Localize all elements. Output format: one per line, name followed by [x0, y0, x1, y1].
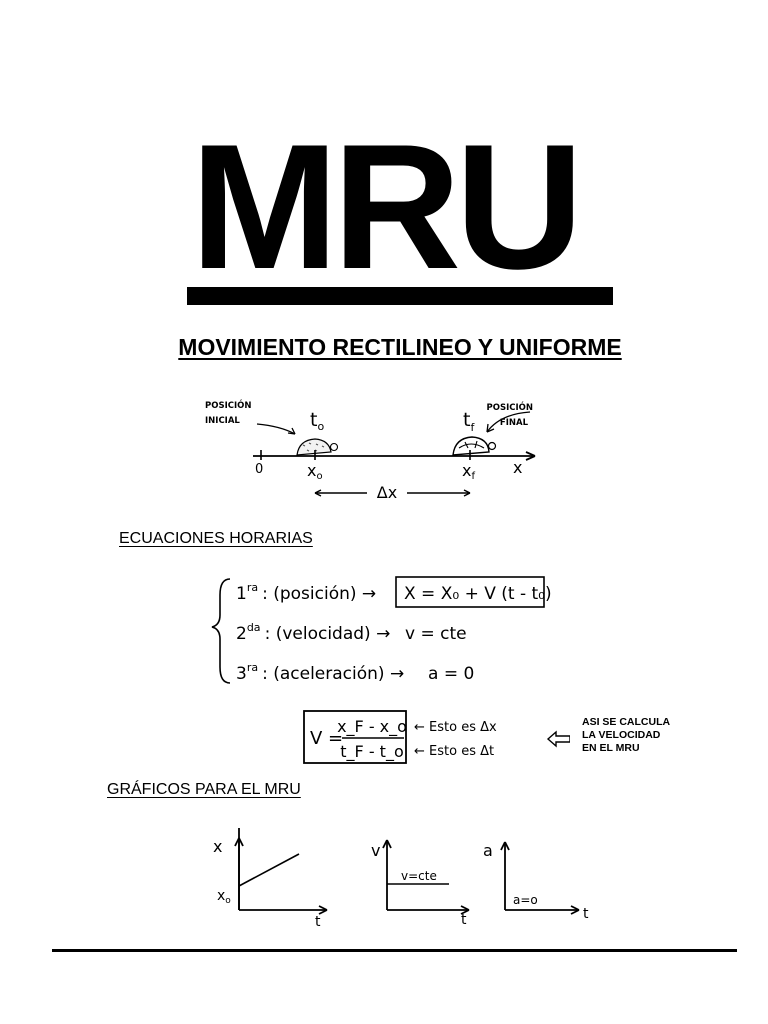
final-pointer-arrow — [486, 411, 531, 433]
position-formula: X = X₀ + V (t - t₀) — [404, 584, 552, 604]
velocity-time-graph: v t v=cte — [371, 839, 470, 928]
velocity-formula-box — [303, 710, 407, 764]
equations-heading: ECUACIONES HORARIAS — [119, 530, 313, 547]
equation-3: 3ra: (aceleración) → — [236, 661, 404, 684]
page-title: MRU — [190, 107, 583, 306]
svg-text:a: a — [483, 841, 493, 860]
hollow-left-arrow-icon — [546, 730, 570, 748]
velocity-lhs: V = — [310, 728, 343, 749]
final-pointer-arrowhead — [486, 423, 495, 433]
t0-label: to — [310, 409, 324, 433]
position-time-graph: x t xo — [213, 828, 328, 928]
equations-brace — [211, 578, 231, 684]
mru-graphs: x t xo v t v=cte a t a=o — [213, 828, 589, 928]
svg-text:t: t — [461, 912, 467, 928]
delta-x-label: Δx — [377, 483, 397, 502]
svg-text:x: x — [213, 837, 222, 856]
motion-diagram: POSICIÓN INICIAL POSICIÓN FINAL to tf 0 … — [205, 399, 536, 502]
equation-2: 2da: (velocidad) → — [236, 621, 390, 644]
initial-pointer-arrow — [256, 423, 296, 435]
page-subtitle: MOVIMIENTO RECTILINEO Y UNIFORME — [178, 334, 622, 360]
velocity-denominator: t_F - t_o — [340, 742, 403, 762]
velocity-formula: v = cte — [405, 624, 467, 644]
origin-label: 0 — [255, 462, 263, 477]
axis-x-label: x — [513, 458, 522, 477]
equation-1: 1ra: (posición) → — [236, 581, 376, 604]
graphs-heading: GRÁFICOS PARA EL MRU — [107, 781, 301, 798]
numerator-note: ← Esto es Δx — [414, 720, 497, 735]
svg-text:t: t — [583, 906, 589, 922]
tf-label: tf — [463, 409, 475, 434]
final-position-label: POSICIÓN — [487, 401, 533, 413]
initial-pointer-arrowhead — [287, 427, 296, 435]
final-position-label-2: FINAL — [500, 418, 529, 428]
turtle-initial-icon — [296, 438, 339, 456]
acceleration-time-graph: a t a=o — [483, 841, 589, 922]
initial-position-label-2: INICIAL — [205, 416, 240, 426]
acceleration-formula: a = 0 — [428, 664, 474, 684]
position-formula-box — [395, 576, 545, 608]
svg-text:xo: xo — [217, 888, 231, 906]
delta-arrowheads — [314, 489, 471, 497]
initial-position-label: POSICIÓN — [205, 399, 251, 411]
svg-text:v: v — [371, 841, 380, 860]
x0-label: xo — [307, 461, 323, 482]
bottom-divider — [52, 949, 737, 952]
title-underline-bar — [187, 287, 613, 305]
svg-text:t: t — [315, 914, 321, 928]
velocity-numerator: x_F - x_o — [337, 717, 407, 737]
position-axis-arrowhead — [525, 451, 536, 461]
xf-label: xf — [462, 461, 475, 482]
denominator-note: ← Esto es Δt — [414, 744, 494, 759]
velocity-side-note: ASI SE CALCULA LA VELOCIDAD EN EL MRU — [582, 716, 671, 754]
hourly-equations: 1ra: (posición) → X = X₀ + V (t - t₀) 2d… — [211, 576, 552, 684]
svg-text:v=cte: v=cte — [401, 869, 437, 883]
turtle-final-icon — [452, 436, 497, 456]
svg-text:a=o: a=o — [513, 893, 538, 907]
velocity-definition: V = x_F - x_o t_F - t_o ← Esto es Δx ← E… — [303, 710, 570, 764]
